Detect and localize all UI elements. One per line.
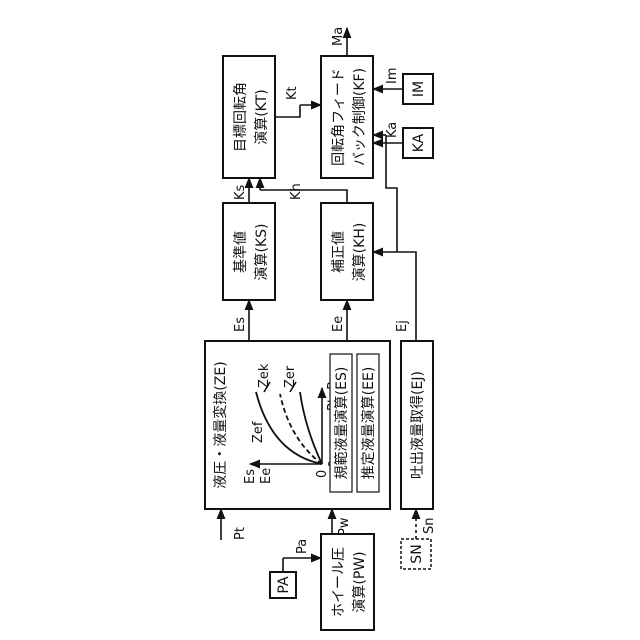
ej-block: 吐出液量取得(EJ) (401, 341, 433, 509)
pw-block-line1: ホイール圧 (331, 547, 347, 617)
kf-block-line2: バック制御(KF) (352, 68, 368, 166)
pw-block-line2: 演算(PW) (352, 551, 368, 612)
ka-block-label: KA (411, 133, 427, 152)
kh-block-line2: 演算(KH) (352, 223, 368, 282)
ks-block-line1: 基準値 (232, 231, 249, 273)
es-subblock-label: 規範液量演算(ES) (333, 367, 350, 480)
signal-pw: Pw (337, 517, 352, 536)
ze-block: 液圧・液量変換(ZE) Es Ee Pt, Pw 0 0 Zef Zek Zer… (205, 341, 390, 509)
ze-curve-zek-label: Zek (257, 363, 272, 388)
kt-block-line2: 演算(KT) (254, 89, 270, 145)
signal-sn: Sn (422, 518, 437, 535)
ks-block-line2: 演算(KS) (254, 224, 270, 281)
wire-kt-a (275, 105, 300, 117)
signal-im: Im (385, 68, 400, 85)
signal-ee: Ee (331, 316, 346, 332)
kf-block-line1: 回転角フィード (331, 68, 347, 166)
signal-pt: Pt (233, 527, 248, 540)
signal-kh: Kh (289, 183, 304, 200)
im-block: IM (403, 74, 433, 104)
ze-curve-zer-label: Zer (283, 365, 298, 388)
signal-ej: Ej (395, 320, 410, 332)
signal-ks: Ks (233, 184, 248, 200)
kt-block-line1: 目標回転角 (233, 82, 249, 152)
ze-graph-ylabel-ee: Ee (259, 468, 274, 484)
ze-curve-zef-label: Zef (251, 421, 266, 443)
pa-block: PA (270, 572, 296, 598)
sn-block-label: SN (409, 544, 425, 563)
ej-block-label: 吐出液量取得(EJ) (409, 371, 426, 479)
signal-es: Es (233, 317, 248, 332)
kf-block: 回転角フィード バック制御(KF) (321, 56, 373, 178)
im-block-label: IM (411, 81, 427, 97)
ks-block: 基準値 演算(KS) (223, 203, 275, 300)
kt-block: 目標回転角 演算(KT) (223, 56, 275, 178)
wire-ej-to-kf-a (386, 135, 397, 252)
ka-block: KA (403, 128, 433, 158)
sn-block: SN (401, 539, 431, 569)
pw-block: ホイール圧 演算(PW) (321, 534, 374, 630)
ze-graph-ylabel-es: Es (243, 469, 258, 484)
ze-graph-origin-y: 0 (315, 470, 330, 478)
signal-pa: Pa (295, 539, 310, 554)
signal-ka: Ka (385, 122, 400, 138)
ee-subblock-label: 推定液量演算(EE) (361, 367, 377, 480)
kh-block: 補正値 演算(KH) (321, 203, 373, 300)
signal-kt: Kt (285, 86, 300, 100)
pa-block-label: PA (276, 576, 292, 594)
ze-block-title: 液圧・液量変換(ZE) (212, 361, 229, 488)
signal-ma: Ma (331, 27, 346, 46)
kh-block-line1: 補正値 (331, 231, 347, 273)
